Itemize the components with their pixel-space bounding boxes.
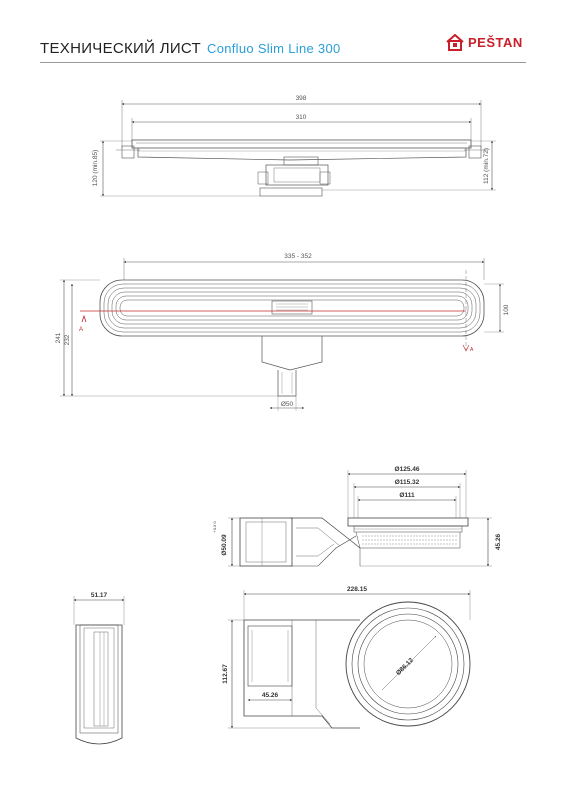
house-logo-icon xyxy=(446,34,464,51)
brand-name: PEŠTAN xyxy=(468,35,523,50)
page-title: ТЕХНИЧЕСКИЙ ЛИСТ Confluo Slim Line 300 xyxy=(40,40,341,57)
dim-tolerance: +0.3 0 xyxy=(212,521,217,533)
top-view xyxy=(60,258,504,411)
header: ТЕХНИЧЕСКИЙ ЛИСТ Confluo Slim Line 300 PE… xyxy=(0,0,565,64)
dim-side-height: 45.26 xyxy=(495,533,502,550)
dim-total-width: 398 xyxy=(296,95,307,102)
header-divider xyxy=(40,62,526,63)
section-arrow-left xyxy=(81,314,87,323)
dim-d111: Ø111 xyxy=(399,492,415,499)
dim-length: 335 - 352 xyxy=(284,253,312,260)
dim-top-length: 228.15 xyxy=(347,586,367,593)
dim-inner-diameter: Ø86.12 xyxy=(395,657,415,677)
dim-top-height: 112.67 xyxy=(222,664,229,684)
dim-grate-width: 310 xyxy=(296,114,307,121)
siphon-top-view xyxy=(228,590,471,729)
siphon-side-view xyxy=(228,470,492,567)
dim-outlet: Ø50 xyxy=(281,401,294,408)
dim-height-left: 120 (min.85) xyxy=(92,150,99,187)
section-mark-right: A xyxy=(470,347,474,353)
title-text: ТЕХНИЧЕСКИЙ ЛИСТ xyxy=(40,40,202,57)
product-subtitle: Confluo Slim Line 300 xyxy=(207,41,341,56)
dim-d125: Ø125.46 xyxy=(395,466,420,473)
section-arrow-right xyxy=(462,344,470,352)
section-mark-left: A xyxy=(79,327,83,333)
dim-front-width: 51.17 xyxy=(91,592,108,599)
dim-height-241: 241 xyxy=(55,332,62,343)
siphon-front-view xyxy=(73,596,125,745)
dim-width-right: 100 xyxy=(503,304,510,315)
dim-height-right: 112 (min.72) xyxy=(483,148,490,184)
dim-outlet-diameter: Ø50.09 xyxy=(221,534,228,556)
dim-outlet-length: 45.26 xyxy=(262,692,279,699)
brand-logo: PEŠTAN xyxy=(446,34,523,51)
dim-d115: Ø115.32 xyxy=(395,479,420,486)
side-view xyxy=(100,100,496,197)
dim-height-232: 232 xyxy=(64,334,71,345)
